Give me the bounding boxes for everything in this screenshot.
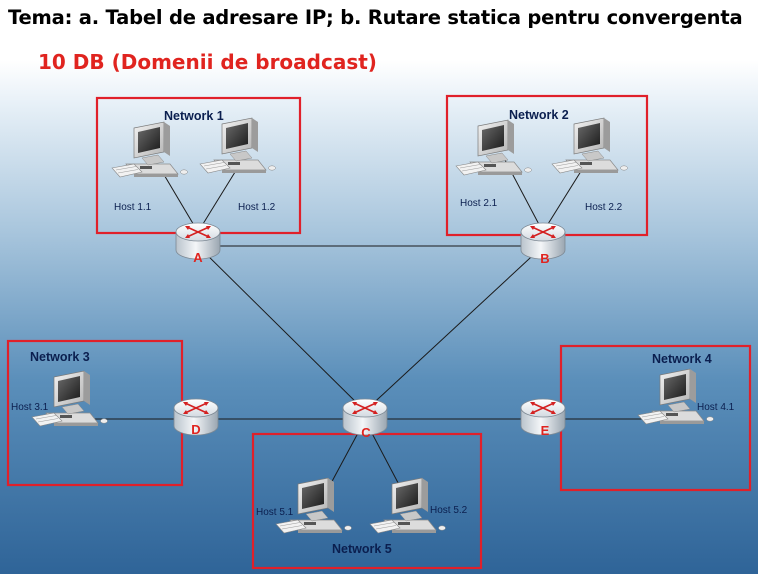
network-5-label: Network 5 [332, 542, 392, 556]
network-2-label: Network 2 [509, 108, 569, 122]
host-3-1-label: Host 3.1 [11, 402, 49, 413]
host-5-1-label: Host 5.1 [256, 507, 294, 518]
host-4-1-label: Host 4.1 [697, 402, 735, 413]
network-3-label: Network 3 [30, 350, 90, 364]
host-1-1-label: Host 1.1 [114, 202, 152, 213]
link-a-c [197, 245, 366, 412]
host-1-1-computer-icon [111, 121, 188, 178]
host-2-1-label: Host 2.1 [460, 198, 498, 209]
host-1-2-label: Host 1.2 [238, 202, 276, 213]
router-c-label: C [361, 425, 371, 440]
router-d-label: D [191, 422, 200, 437]
network-4-label: Network 4 [652, 352, 712, 366]
host-5-2-label: Host 5.2 [430, 505, 468, 516]
page-title: Tema: a. Tabel de adresare IP; b. Rutare… [8, 6, 743, 29]
router-b-label: B [540, 251, 549, 266]
router-e-label: E [541, 423, 550, 438]
network-1-label: Network 1 [164, 109, 224, 123]
page-subtitle: 10 DB (Domenii de broadcast) [38, 50, 377, 74]
router-a-label: A [193, 250, 203, 265]
link-host11-a [159, 167, 199, 233]
host-3-1-computer-icon [31, 370, 108, 427]
host-1-2-computer-icon [199, 117, 276, 174]
host-5-1-computer-icon [275, 477, 352, 534]
host-2-2-computer-icon [551, 117, 628, 174]
link-b-c [364, 245, 544, 412]
host-2-2-label: Host 2.2 [585, 202, 623, 213]
host-4-1-computer-icon [637, 368, 714, 425]
link-host12-a [197, 163, 241, 233]
host-2-1-computer-icon [455, 119, 532, 176]
